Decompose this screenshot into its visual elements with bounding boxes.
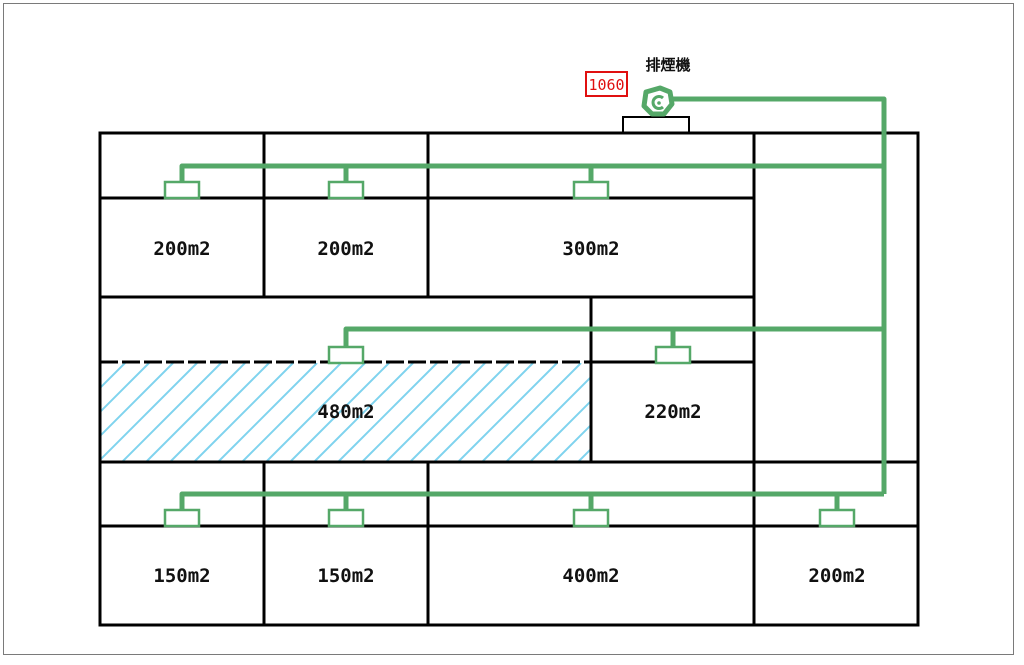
vent-icon[interactable] xyxy=(654,345,692,365)
walls xyxy=(98,116,920,627)
hatch-line xyxy=(290,363,390,461)
room-area-label: 200m2 xyxy=(808,565,865,587)
room-area-label: 300m2 xyxy=(562,238,619,260)
duct-main xyxy=(668,96,887,494)
hatch-line xyxy=(386,363,486,461)
hatch-line xyxy=(101,363,126,389)
hatch-line xyxy=(242,363,342,461)
room-area-label: 480m2 xyxy=(317,401,374,423)
hatch-line xyxy=(101,363,150,413)
hatch-line xyxy=(266,363,366,461)
ducts xyxy=(179,96,887,510)
duct-bottom-branch xyxy=(179,491,884,510)
duct-top-branch xyxy=(179,163,884,182)
drawing-frame xyxy=(3,3,1014,655)
hatched-area-480 xyxy=(101,363,591,461)
hatch-line xyxy=(458,363,558,461)
room-area-label: 220m2 xyxy=(644,401,701,423)
hatch-line xyxy=(218,363,318,461)
room-labels: 200m2 200m2 300m2 480m2 220m2 150m2 150m… xyxy=(153,238,865,587)
room-area-label: 200m2 xyxy=(153,238,210,260)
hatch-line xyxy=(122,363,222,461)
room-area-label: 150m2 xyxy=(153,565,210,587)
hatch-line xyxy=(101,363,174,437)
fan-platform xyxy=(622,116,690,134)
hatch-line xyxy=(101,363,198,461)
hatch-line xyxy=(554,423,591,461)
hatch-line xyxy=(482,363,582,461)
hatch-line xyxy=(530,399,591,461)
hatch-line xyxy=(101,363,102,365)
hatch-line xyxy=(194,363,294,461)
hatch-line xyxy=(314,363,414,461)
hatch-line xyxy=(434,363,534,461)
hatch-line xyxy=(506,375,591,461)
room-area-label: 400m2 xyxy=(562,565,619,587)
room-area-label: 150m2 xyxy=(317,565,374,587)
smoke-exhaust-fan-icon[interactable] xyxy=(641,85,675,117)
capacity-box xyxy=(585,71,628,97)
vents xyxy=(163,180,856,528)
building-outline xyxy=(98,131,920,627)
fan-label: 排煙機 xyxy=(645,56,690,74)
vent-icon[interactable] xyxy=(327,508,365,528)
duct-middle-branch xyxy=(343,326,884,347)
hatch-line xyxy=(146,363,246,461)
vent-icon[interactable] xyxy=(327,180,365,200)
hatch-line xyxy=(362,363,462,461)
vent-icon[interactable] xyxy=(163,180,201,200)
vent-icon[interactable] xyxy=(163,508,201,528)
hatch-line xyxy=(338,363,438,461)
capacity-value: 1060 xyxy=(588,76,624,94)
vent-icon[interactable] xyxy=(818,508,856,528)
room-area-label: 200m2 xyxy=(317,238,374,260)
vent-icon[interactable] xyxy=(572,508,610,528)
vent-icon[interactable] xyxy=(327,345,365,365)
vent-icon[interactable] xyxy=(572,180,610,200)
hatch-line xyxy=(170,363,270,461)
hatch-line xyxy=(410,363,510,461)
